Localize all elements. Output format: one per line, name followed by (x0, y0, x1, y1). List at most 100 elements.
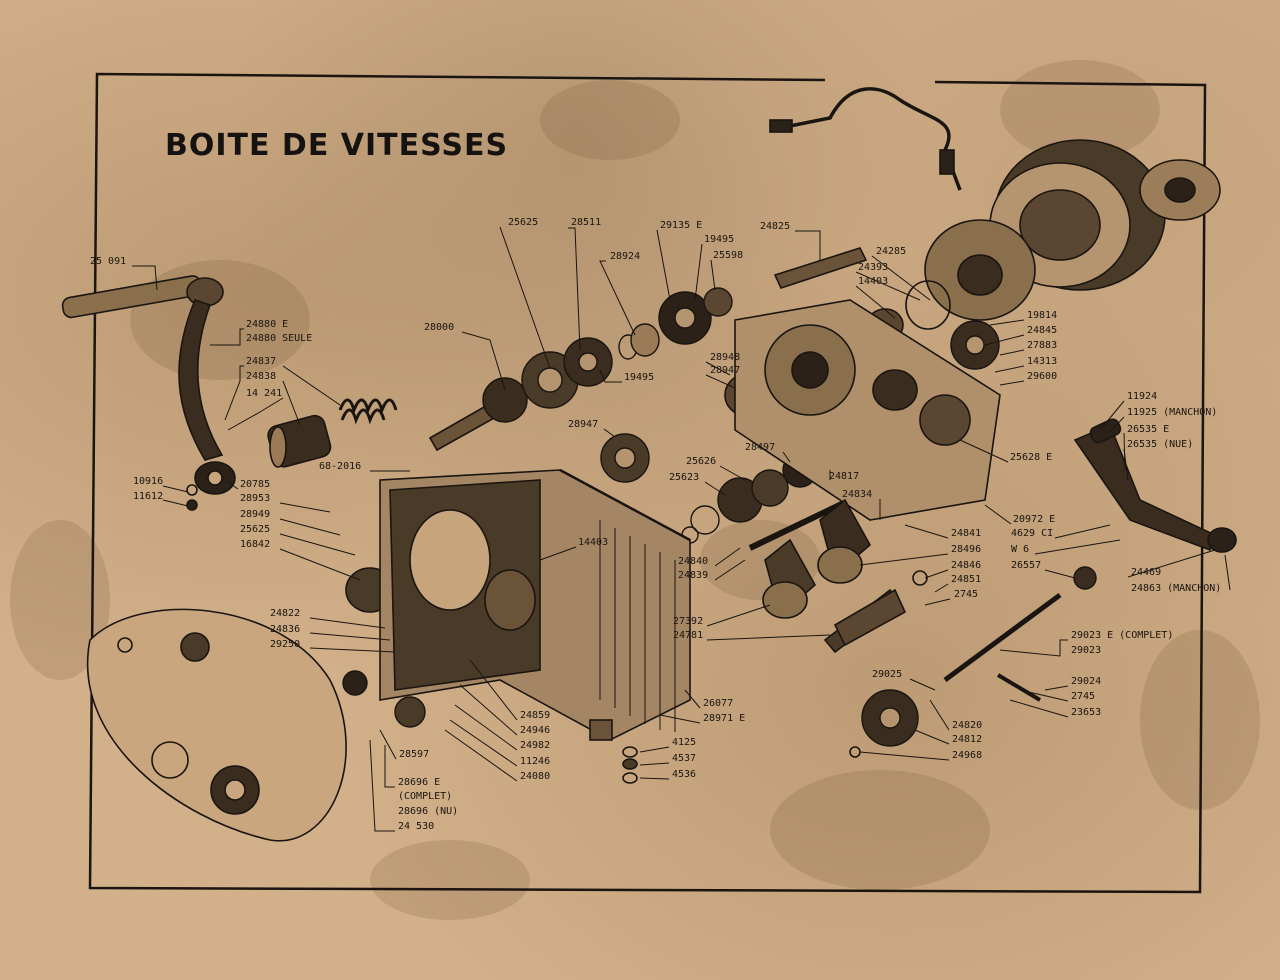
speedo-cable (769, 87, 962, 191)
sleeve-spring (267, 398, 398, 468)
part-label: 68-2016 (319, 461, 362, 472)
part-label: 26535 (NUE) (1127, 439, 1194, 450)
part-label: 24845 (1027, 325, 1058, 336)
part-label: 28000 (424, 322, 455, 333)
part-label: 24837 (246, 356, 277, 367)
part-label: 20972 E (1013, 514, 1056, 525)
part-label: 29024 (1071, 676, 1102, 687)
part-label: 28948 (710, 352, 741, 363)
part-label: 29025 (872, 669, 903, 680)
part-label: 11925 (MANCHON) (1127, 407, 1218, 418)
part-label: 28696 (NU) (398, 806, 459, 817)
part-label: 14 241 (246, 388, 283, 399)
part-label: 28511 (571, 217, 602, 228)
part-label: 24880 E (246, 319, 289, 330)
part-label: 28947 (568, 419, 599, 430)
part-label: 19814 (1027, 310, 1058, 321)
part-label: 25626 (686, 456, 717, 467)
part-label: 24863 (MANCHON) (1131, 583, 1222, 594)
part-label: 24825 (760, 221, 791, 232)
border-frame (88, 72, 1207, 894)
part-label: 24822 (270, 608, 301, 619)
part-label: 28924 (610, 251, 641, 262)
part-label: W 6 (1011, 544, 1030, 555)
part-label: 24838 (246, 371, 277, 382)
part-label: 14313 (1027, 356, 1058, 367)
part-label: 29600 (1027, 371, 1058, 382)
part-label: 24781 (673, 630, 704, 641)
part-label: 29250 (270, 639, 301, 650)
part-label: 26077 (703, 698, 734, 709)
part-label: 14403 (858, 276, 889, 287)
part-label: 20785 (240, 479, 271, 490)
part-label: 19495 (624, 372, 655, 383)
part-label: 24817 (829, 471, 860, 482)
part-label: 24 530 (398, 821, 435, 832)
part-label: 11246 (520, 756, 551, 767)
cover-plate (87, 608, 347, 842)
kickstart-lever (61, 275, 236, 495)
part-label: 24839 (678, 570, 709, 581)
part-label: 4537 (672, 753, 697, 764)
part-label: 27392 (673, 616, 704, 627)
part-label: 25625 (508, 217, 539, 228)
part-label: 24080 (520, 771, 551, 782)
small-parts (186, 484, 1042, 784)
part-label: 10916 (133, 476, 164, 487)
part-label: 25628 E (1010, 452, 1053, 463)
part-label: 16842 (240, 539, 271, 550)
part-label: 24834 (842, 489, 873, 500)
part-label: 28496 (951, 544, 982, 555)
part-label: 24812 (952, 734, 983, 745)
part-label: 23653 (1071, 707, 1102, 718)
part-label: 25623 (669, 472, 700, 483)
part-label: 24841 (951, 528, 982, 539)
page-title: BOITE DE VITESSES (165, 128, 509, 163)
part-label: 24880 SEULE (246, 333, 313, 344)
part-label: 24840 (678, 556, 709, 567)
part-label: 24859 (520, 710, 551, 721)
part-label: 28696 E (398, 777, 441, 788)
part-label: 25598 (713, 250, 744, 261)
selector-forks (762, 498, 872, 619)
part-label: 24982 (520, 740, 551, 751)
part-label: 26535 E (1127, 424, 1170, 435)
part-label: 4629 CI (1011, 528, 1054, 539)
part-label: 29023 (1071, 645, 1102, 656)
part-label: 25 091 (90, 256, 127, 267)
part-label: 28497 (745, 442, 776, 453)
part-label: 4125 (672, 737, 697, 748)
part-label: 24836 (270, 624, 301, 635)
part-label: 28597 (399, 749, 430, 760)
part-label: 28953 (240, 493, 271, 504)
part-label: 28949 (240, 509, 271, 520)
part-label: 29135 E (660, 220, 703, 231)
part-label: 24285 (876, 246, 907, 257)
part-label: 28971 E (703, 713, 746, 724)
part-label: 2745 (1071, 691, 1096, 702)
part-label: 19495 (704, 234, 735, 245)
part-label: 4536 (672, 769, 697, 780)
clutch-drum (924, 139, 1221, 321)
part-label: 24469 (1131, 567, 1162, 578)
part-label: 24393 (858, 262, 889, 273)
side-plate (734, 299, 1001, 521)
gearchange-pedal (1073, 418, 1237, 553)
part-label: 24851 (951, 574, 982, 585)
part-label: 24846 (951, 560, 982, 571)
part-label: 24820 (952, 720, 983, 731)
part-label: 14403 (578, 537, 609, 548)
part-label: 11924 (1127, 391, 1158, 402)
part-label: 28947 (710, 365, 741, 376)
part-label: 24946 (520, 725, 551, 736)
leader-lines (132, 226, 1231, 832)
gearbox-casing (379, 468, 691, 741)
part-label: 29023 E (COMPLET) (1071, 630, 1174, 641)
part-label: 27883 (1027, 340, 1058, 351)
part-label: 11612 (133, 491, 164, 502)
part-label: 26557 (1011, 560, 1042, 571)
part-label: 2745 (954, 589, 979, 600)
part-label: 25625 (240, 524, 271, 535)
